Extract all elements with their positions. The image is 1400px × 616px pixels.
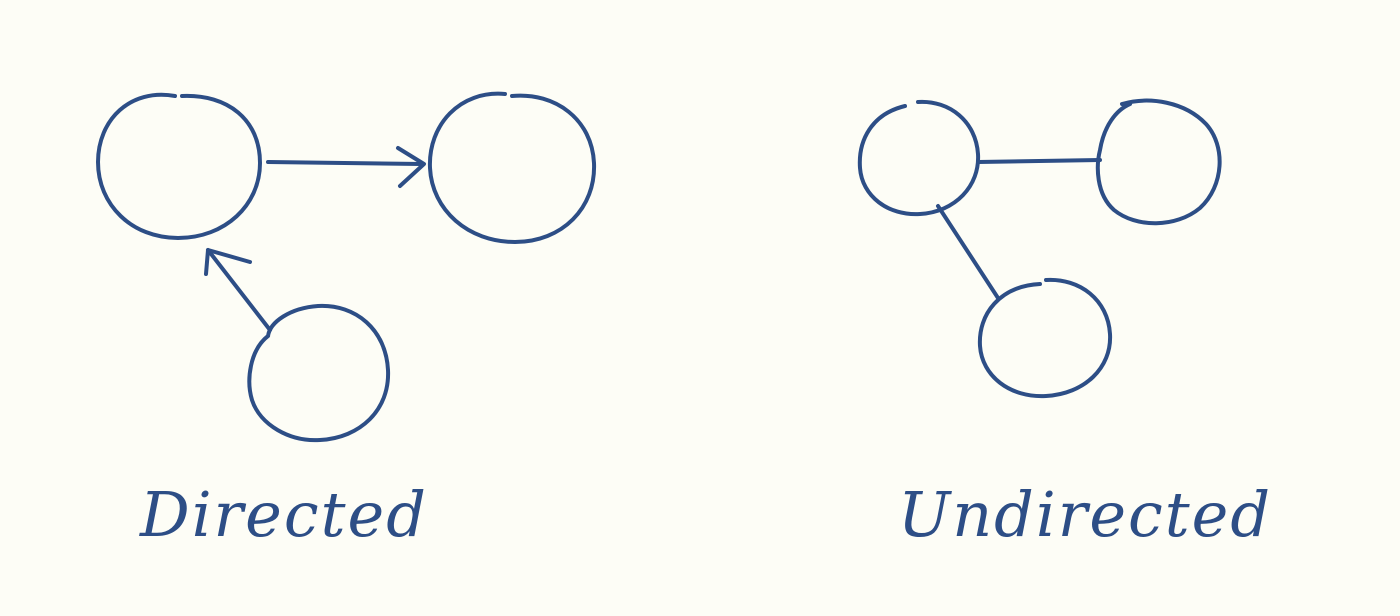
undirected-caption: Undirected bbox=[898, 478, 1273, 551]
directed-graph bbox=[96, 91, 597, 443]
directed-edge-top-left-to-top-right bbox=[266, 160, 424, 166]
undirected-edge-bottom-to-top-left bbox=[936, 204, 1000, 300]
undirected-node-top-left bbox=[857, 99, 981, 217]
directed-caption: Directed bbox=[140, 478, 428, 551]
undirected-edge-top-left-to-top-right bbox=[976, 158, 1102, 164]
directed-arrowhead-right bbox=[396, 146, 426, 188]
directed-node-bottom bbox=[247, 303, 391, 443]
directed-node-top-right bbox=[427, 91, 597, 244]
directed-arrowhead-up bbox=[204, 248, 252, 276]
directed-node-top-left bbox=[96, 92, 262, 240]
directed-edge-bottom-to-top-left bbox=[206, 248, 272, 332]
undirected-graph bbox=[857, 98, 1222, 399]
undirected-node-bottom bbox=[977, 277, 1113, 399]
undirected-node-top-right bbox=[1095, 98, 1222, 226]
